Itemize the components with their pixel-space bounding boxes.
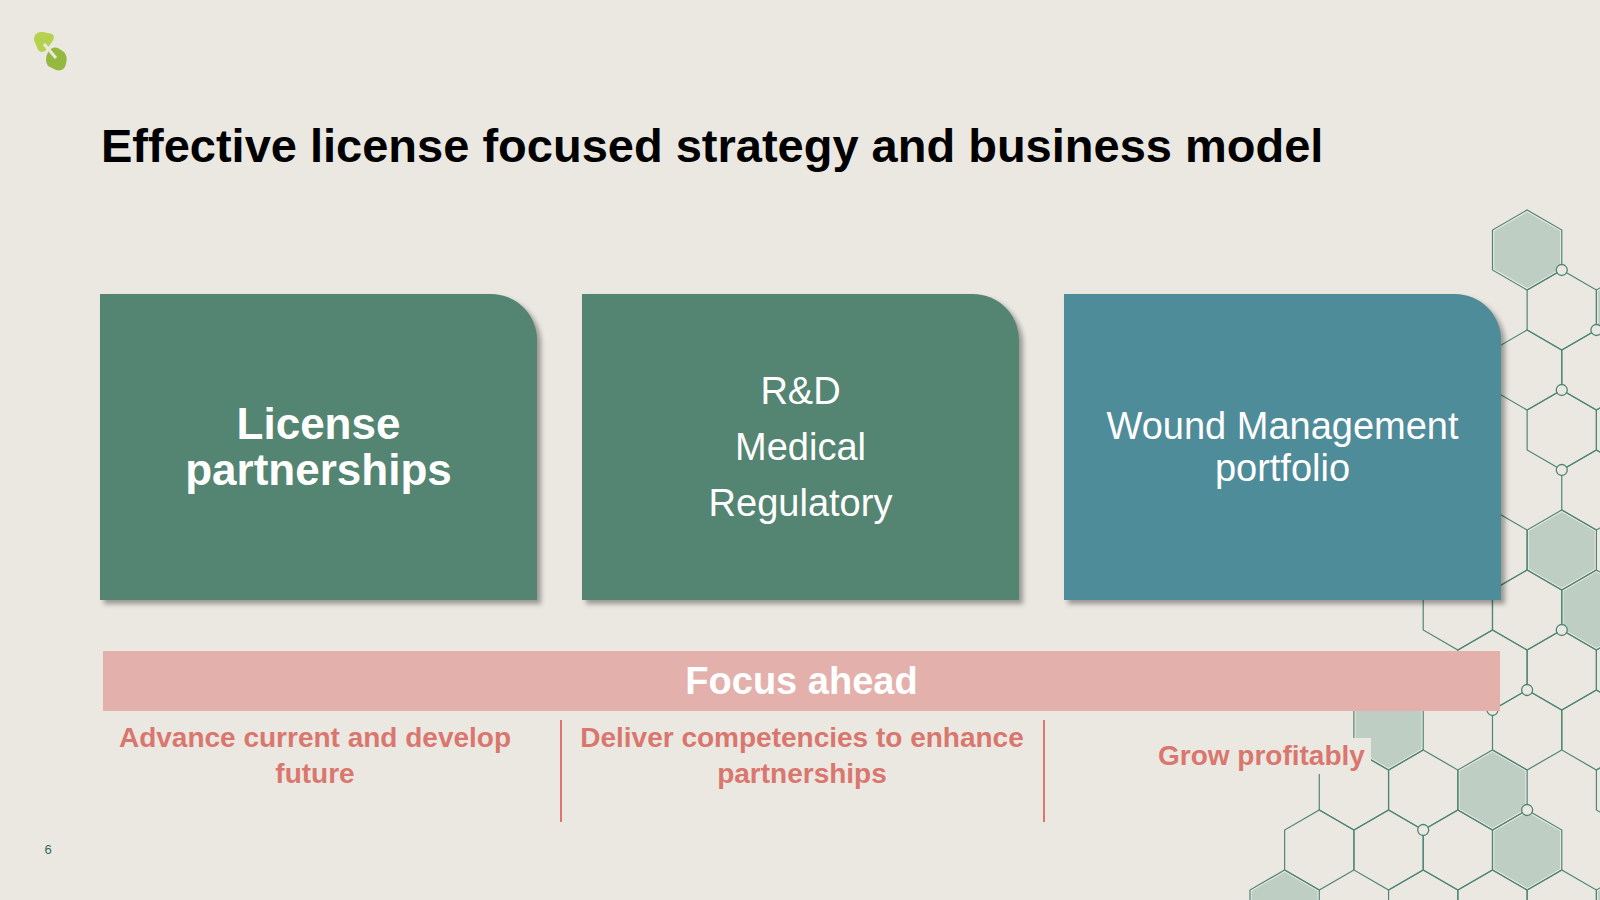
- hexagon-line: [1562, 570, 1600, 650]
- hexagon-line: [1596, 630, 1600, 710]
- hexagon-line: [1596, 870, 1600, 900]
- hexagon-line: [1492, 810, 1561, 890]
- hexagon-line: [1423, 810, 1492, 890]
- hexagon-line: [1596, 390, 1600, 470]
- hexagon-line: [1492, 210, 1561, 290]
- divider-lines: [561, 720, 1044, 822]
- hexagon-line: [1562, 690, 1600, 770]
- network-dot: [1556, 465, 1567, 476]
- hexagon-line: [1354, 810, 1423, 890]
- hexagon-line: [1596, 750, 1600, 830]
- strategy-box: Wound Management portfolio: [1064, 294, 1501, 600]
- hexagon-line: [1492, 690, 1561, 770]
- hexagon-line: [1389, 750, 1458, 830]
- network-dot: [1418, 825, 1429, 836]
- network-dot: [1556, 265, 1567, 276]
- hexagon-line: [1527, 870, 1596, 900]
- focus-item: Deliver competencies to enhance partners…: [572, 720, 1032, 792]
- network-dot: [1556, 385, 1567, 396]
- hexagon-line: [1492, 330, 1561, 410]
- network-dot: [1522, 805, 1533, 816]
- focus-band: Focus ahead: [103, 651, 1500, 711]
- hexagon-line: [1527, 510, 1596, 590]
- hexagon-line: [1527, 630, 1596, 710]
- hexagon-line: [1492, 570, 1561, 650]
- strategy-box: R&DMedicalRegulatory: [582, 294, 1019, 600]
- node-text: Wound Management portfolio: [1084, 405, 1481, 489]
- hexagon-line: [1527, 270, 1596, 350]
- node-text: R&D: [760, 363, 840, 419]
- hexagon-line: [1389, 870, 1458, 900]
- hexagon-fill: [1598, 272, 1600, 348]
- hexagon-line: [1596, 270, 1600, 350]
- hexagon-line: [1285, 810, 1354, 890]
- hexagon-fill: [1252, 872, 1318, 900]
- hexagon-fill: [1598, 872, 1600, 900]
- focus-item: Grow profitably: [1152, 738, 1371, 774]
- hexagon-fill: [1564, 572, 1600, 648]
- node-text: Regulatory: [709, 475, 893, 531]
- hexagon-line: [1458, 750, 1527, 830]
- slide-title: Effective license focused strategy and b…: [101, 118, 1323, 173]
- page-number: 6: [36, 842, 60, 858]
- hexagon-line: [1527, 390, 1596, 470]
- node-text: Medical: [735, 419, 866, 475]
- hexagon-line: [1250, 870, 1319, 900]
- network-dot: [1522, 685, 1533, 696]
- strategy-box: License partnerships: [100, 294, 537, 600]
- logo-icon: [34, 32, 67, 71]
- network-dot: [1556, 625, 1567, 636]
- node-text: Focus ahead: [685, 659, 917, 703]
- node-text: License partnerships: [120, 401, 517, 493]
- network-dot: [1591, 325, 1600, 336]
- hexagon-line: [1458, 870, 1527, 900]
- focus-item: Advance current and develop future: [90, 720, 540, 792]
- hexagon-line: [1562, 450, 1600, 530]
- hexagon-line: [1562, 330, 1600, 410]
